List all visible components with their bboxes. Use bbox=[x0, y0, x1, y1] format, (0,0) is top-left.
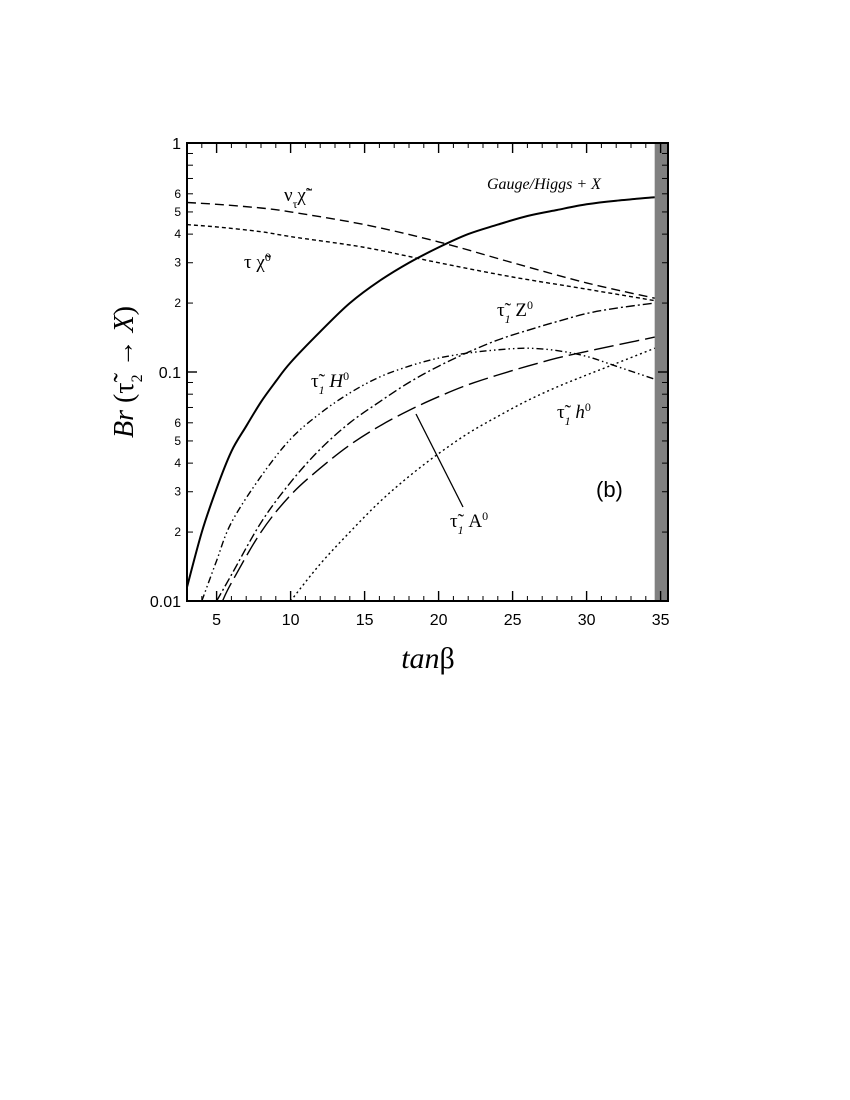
x-tick-label: 35 bbox=[652, 612, 670, 629]
label-stau1-Z0: τ̃1 Z0 bbox=[497, 298, 533, 326]
label-stau1-A0: τ̃1 A0 bbox=[450, 509, 488, 537]
label-gauge-higgs: Gauge/Higgs + X bbox=[487, 176, 602, 193]
x-tick-label: 20 bbox=[430, 612, 448, 629]
y-minor-label: 5 bbox=[174, 205, 181, 219]
x-tick-label: 10 bbox=[282, 612, 300, 629]
plot-frame bbox=[186, 142, 669, 602]
y-major-label: 0.1 bbox=[159, 365, 181, 382]
series-stau1-A0-line bbox=[221, 336, 655, 601]
x-tick-label: 25 bbox=[504, 612, 522, 629]
series-gauge-higgs-line bbox=[187, 196, 655, 588]
y-minor-label: 2 bbox=[174, 525, 181, 539]
y-minor-label: 2 bbox=[174, 296, 181, 310]
label-stau1-h0: τ̃1 h0 bbox=[557, 400, 591, 428]
y-major-label: 0.01 bbox=[150, 594, 181, 611]
axes-group: 5 10 15 20 25 30 35 0.01 0.1 1 2 3 4 5 6 2 3 4 5 6 bbox=[150, 136, 670, 629]
y-major-label: 1 bbox=[172, 136, 181, 153]
y-minor-label: 3 bbox=[174, 485, 181, 499]
y-minor-label: 4 bbox=[174, 227, 181, 241]
A0-leader-line bbox=[415, 413, 464, 508]
series-nu-chargino-line bbox=[187, 201, 655, 299]
panel-label: (b) bbox=[596, 477, 623, 502]
y-minor-label: 3 bbox=[174, 256, 181, 270]
x-tick-label: 30 bbox=[578, 612, 596, 629]
y-minor-label: 4 bbox=[174, 456, 181, 470]
series-stau1-H0-line bbox=[201, 347, 655, 601]
label-stau1-H0: τ̃1 H0 bbox=[311, 369, 349, 397]
x-tick-label: 15 bbox=[356, 612, 374, 629]
series-stau1-Z0-line bbox=[215, 302, 655, 601]
x-axis-title: tanβ bbox=[401, 642, 455, 675]
y-axis-title: Br (τ̃2 → X) bbox=[109, 306, 146, 438]
series-tau-neutralino-line bbox=[187, 223, 655, 302]
label-tau-neutralino: τ χ̃0 bbox=[244, 250, 272, 273]
series-stau1-h0-line bbox=[290, 347, 655, 601]
x-tick-label: 5 bbox=[212, 612, 221, 629]
y-minor-label: 6 bbox=[174, 416, 181, 430]
y-minor-label: 5 bbox=[174, 434, 181, 448]
y-minor-label: 6 bbox=[174, 187, 181, 201]
label-nu-chargino: ντχ̃− bbox=[284, 183, 313, 211]
series-group bbox=[187, 196, 655, 601]
